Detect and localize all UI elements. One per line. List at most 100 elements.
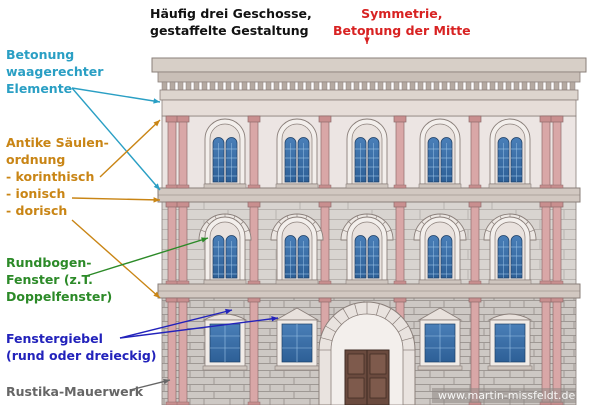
dentil xyxy=(401,81,408,91)
dentil xyxy=(257,81,264,91)
arrow-column-doric-head xyxy=(153,291,160,298)
pilaster xyxy=(552,201,562,285)
pilaster-capital xyxy=(247,115,261,123)
pilaster xyxy=(249,297,259,405)
arrow-horizontal-course-head xyxy=(153,183,160,190)
middle-window-sill xyxy=(418,279,462,285)
dentil xyxy=(217,81,224,91)
pilaster-base xyxy=(247,184,261,189)
arrow-rustication-head xyxy=(163,378,170,385)
cornice-band xyxy=(157,71,581,83)
dentil xyxy=(449,81,456,91)
dentil xyxy=(177,81,184,91)
portal-door-panel xyxy=(347,353,365,375)
dentil xyxy=(305,81,312,91)
dentil xyxy=(417,81,424,91)
ground-window-sill xyxy=(274,365,320,371)
dentil xyxy=(425,81,432,91)
dentil xyxy=(393,81,400,91)
pilaster-capital xyxy=(468,201,482,208)
arrow-horizontal-cornice xyxy=(71,87,161,103)
dentil xyxy=(473,81,480,91)
pilaster xyxy=(167,297,177,405)
arrow-gable-triangular xyxy=(119,317,279,339)
pilaster xyxy=(178,201,188,285)
dentil xyxy=(513,81,520,91)
ground-window-sill xyxy=(202,365,248,371)
portal-voussoir-joint xyxy=(354,303,359,316)
dentil xyxy=(433,81,440,91)
pilaster-base xyxy=(318,184,332,189)
label-floors: Häufig drei Geschosse, gestaffelte Gesta… xyxy=(150,6,312,38)
label-horizontal-elements: Betonung waagerechter Elemente xyxy=(6,47,104,96)
middle-window-sill xyxy=(488,279,532,285)
pilaster-capital xyxy=(550,297,564,303)
ground-window-sill xyxy=(487,365,533,371)
arrow-round-arch-window xyxy=(85,237,209,277)
dentil xyxy=(209,81,216,91)
dentil xyxy=(361,81,368,91)
pilaster-capital xyxy=(393,201,407,208)
dentil xyxy=(193,81,200,91)
dentil xyxy=(265,81,272,91)
dentil xyxy=(241,81,248,91)
pilaster xyxy=(470,201,480,285)
pilaster-base xyxy=(176,401,190,405)
arrow-symmetry-head xyxy=(364,37,370,44)
dentil xyxy=(505,81,512,91)
pilaster-capital xyxy=(393,297,407,303)
portal-door-panel xyxy=(347,377,365,399)
frieze xyxy=(159,89,579,101)
dentil xyxy=(553,81,560,91)
pilaster-capital xyxy=(550,115,564,123)
middle-window-sill xyxy=(345,279,389,285)
portal-voussoir-joint xyxy=(384,308,392,319)
arrow-round-arch-window-head xyxy=(201,237,208,243)
arrow-column-ionic-head xyxy=(153,197,160,203)
watermark-band xyxy=(432,388,576,403)
pilaster-capital xyxy=(176,201,190,208)
dentil xyxy=(489,81,496,91)
dentil xyxy=(201,81,208,91)
pilaster-capital xyxy=(539,297,553,303)
pilaster-base xyxy=(247,401,261,405)
dentil xyxy=(329,81,336,91)
label-window-gables: Fenstergiebel (rund oder dreieckig) xyxy=(6,331,157,363)
pilaster xyxy=(320,201,330,285)
middle-window-sill xyxy=(275,279,319,285)
dentil xyxy=(273,81,280,91)
pilaster xyxy=(541,201,551,285)
pilaster xyxy=(178,115,188,189)
top-window-sill xyxy=(345,183,389,189)
dentil xyxy=(497,81,504,91)
pilaster-capital xyxy=(165,297,179,303)
dentil xyxy=(345,81,352,91)
middle-window-sill xyxy=(203,279,247,285)
portal-voussoir-joint xyxy=(332,315,342,325)
pilaster-base xyxy=(393,280,407,285)
top-window-sill xyxy=(275,183,319,189)
portal-voussoir-joint xyxy=(398,325,409,333)
dentil xyxy=(481,81,488,91)
portal-voussoir-joint xyxy=(375,303,380,316)
pilaster-capital xyxy=(247,297,261,303)
arrow-horizontal-cornice-head xyxy=(153,98,160,104)
dentil xyxy=(161,81,168,91)
dentil xyxy=(289,81,296,91)
dentil xyxy=(353,81,360,91)
round-gable xyxy=(487,313,533,321)
dentil xyxy=(409,81,416,91)
pilaster-capital xyxy=(318,297,332,303)
pilaster-capital xyxy=(468,115,482,123)
top-window-sill xyxy=(418,183,462,189)
pilaster-base xyxy=(247,280,261,285)
dentil xyxy=(529,81,536,91)
pilaster xyxy=(552,115,562,189)
label-rustication: Rustika-Mauerwerk xyxy=(6,384,144,399)
pilaster xyxy=(541,115,551,189)
pilaster-base xyxy=(468,184,482,189)
dentil xyxy=(457,81,464,91)
arrow-gable-round-head xyxy=(225,308,232,315)
pilaster-capital xyxy=(393,115,407,123)
